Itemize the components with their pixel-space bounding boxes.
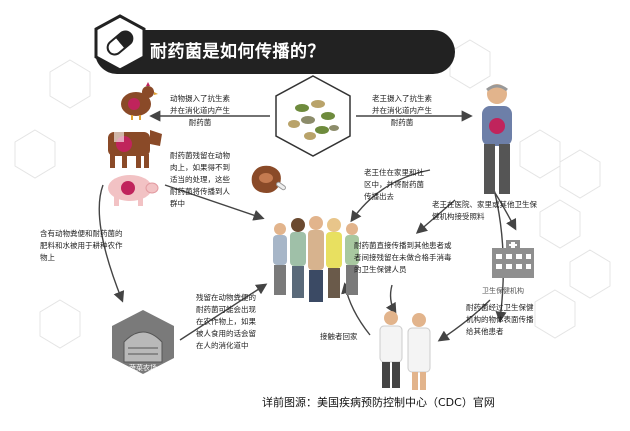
cow-icon [100,124,164,170]
label-spread-community: 老王住在家里和社区中，并将耐药菌传播出去 [364,167,424,203]
label-contacts-home: 接触者回家 [320,331,358,343]
label-healthcare-care: 老王在医院、家里或其他卫生保健机构接受照料 [432,199,537,223]
label-surface-spread: 耐药菌经过卫生保健机构的物体表面传播给其他患者 [466,302,534,338]
hospital-icon [486,238,540,286]
farm-icon: 蔬菜农场 [108,308,178,374]
farm-label: 蔬菜农场 [129,363,157,372]
crowd-icon [268,215,368,305]
label-crop-residue: 残留在动物粪便的耐药菌可能会出现在农作物上，如果被人食用的话会留在人的消化道中 [196,292,256,352]
old-man-icon [472,80,522,200]
label-animal-antibiotics: 动物摄入了抗生素并在消化道内产生耐药菌 [170,93,230,129]
hospital-label: 卫生保健机构 [482,286,524,296]
label-manure-fertilizer: 含有动物粪便和耐药菌的肥料和水被用于耕种农作物上 [40,228,123,264]
label-direct-spread: 耐药菌直接传播到其他患者或者间接残留在未做合格手消毒的卫生保健人员 [354,240,452,276]
label-person-antibiotics: 老王摄入了抗生素并在消化道内产生耐药菌 [372,93,432,129]
source-credit: 详前图源：美国疾病预防控制中心（CDC）官网 [262,394,495,410]
doctor-icon [376,310,406,390]
chicken-icon [116,82,156,120]
pig-icon [104,172,158,206]
label-meat-residue: 耐药菌残留在动物肉上，如果得不到适当的处理，这些耐药菌将传播到人群中 [170,150,230,210]
meat-icon [248,162,288,198]
nurse-icon [404,312,434,392]
